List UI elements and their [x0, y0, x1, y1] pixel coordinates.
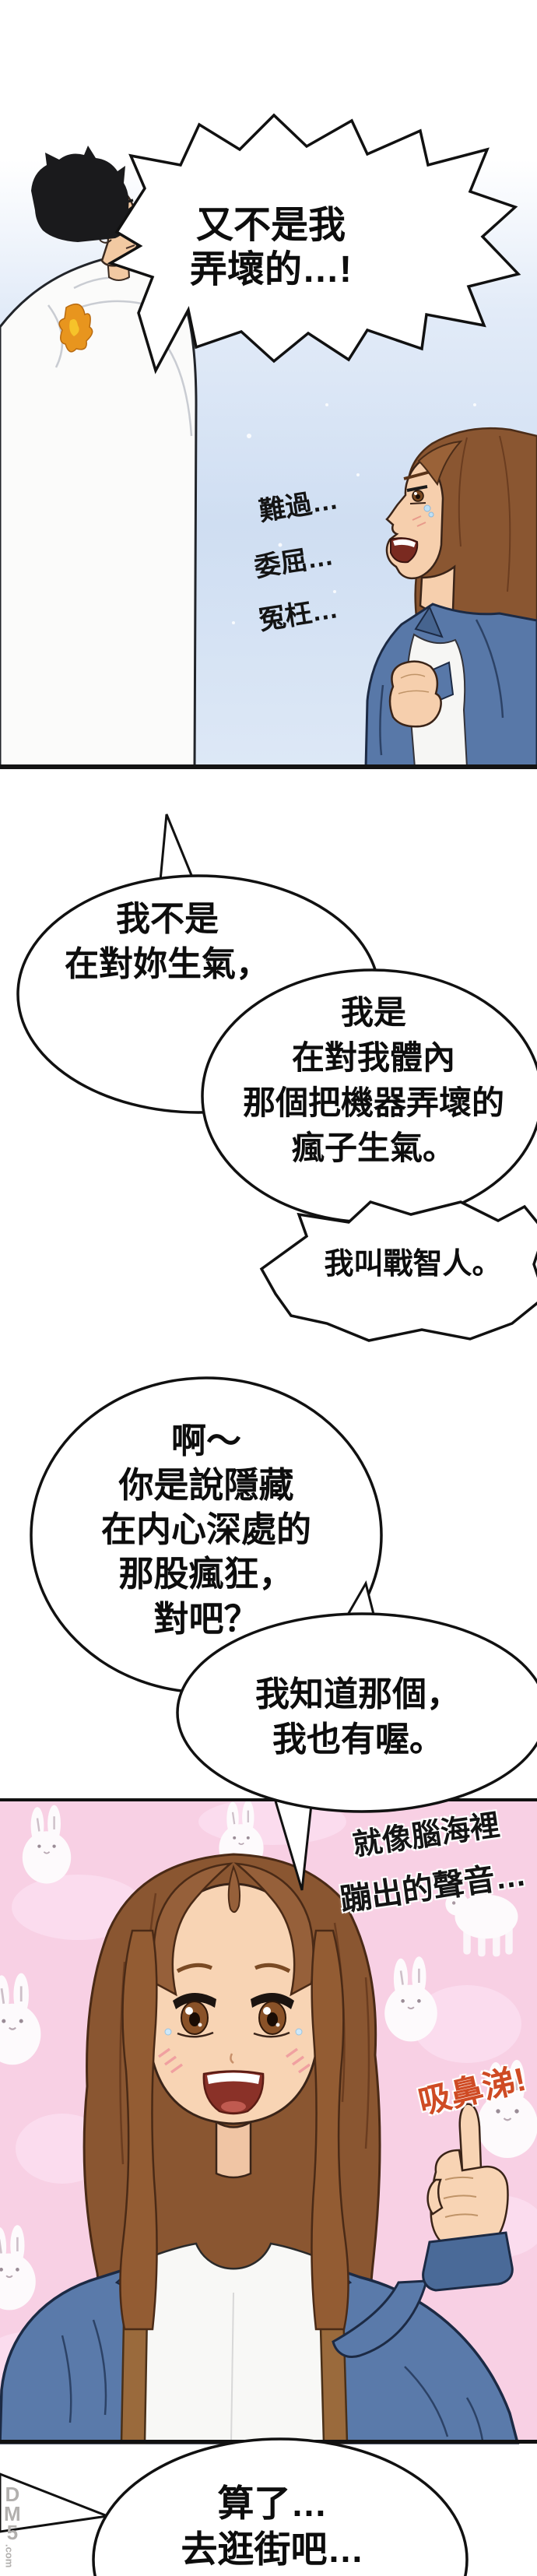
pink-panel-woman	[0, 1853, 520, 2444]
woman-bangs	[152, 1862, 233, 1997]
go-shopping-line: 去逛街吧…	[181, 2529, 364, 2571]
woman-fist	[388, 660, 442, 728]
tear-drop	[295, 2028, 303, 2036]
watermark-letter: 5	[6, 2521, 19, 2545]
tear-drop	[164, 2028, 172, 2036]
sleeve-cuff	[422, 2231, 514, 2292]
angry-line: 瘋子生氣。	[291, 1129, 455, 1166]
i-know-line: 我也有喔。	[272, 1720, 444, 1759]
woman-sleeve	[332, 2279, 428, 2358]
watermark-letter: M	[4, 2501, 21, 2525]
hidden-madness-line: 在内心深處的	[100, 1509, 311, 1550]
not-angry-line: 在對妳生氣，	[65, 945, 270, 984]
speech-bubble-name-intro	[259, 1200, 537, 1342]
side-lock	[311, 1929, 349, 2331]
panel-2-pink	[0, 1798, 537, 2444]
speech-bubble-i-know	[176, 1580, 537, 1891]
man-character	[0, 146, 198, 769]
angry-line: 那個把機器弄壞的	[242, 1084, 504, 1121]
angry-line: 在對我體內	[291, 1038, 455, 1076]
hidden-madness-line: 對吧？	[153, 1598, 259, 1639]
shout-line: 又不是我	[195, 205, 346, 246]
angry-line: 我是	[340, 994, 406, 1031]
man-hair	[31, 146, 135, 242]
woman-character	[364, 427, 537, 769]
name-intro-line: 我叫戰智人。	[324, 1248, 502, 1281]
speech-bubble-shout	[107, 113, 521, 374]
go-shopping-bubble-text: 算了… 去逛街吧…	[101, 2480, 444, 2572]
i-know-line: 我知道那個，	[255, 1675, 461, 1713]
panel-1-border	[0, 764, 537, 769]
hidden-madness-bubble-text: 啊～ 你是說隱藏 在内心深處的 那股瘋狂， 對吧？	[43, 1418, 370, 1641]
woman-neck	[215, 2120, 252, 2179]
speech-bubble-go-shopping	[0, 2437, 469, 2576]
angry-at-madman-bubble-text: 我是 在對我體內 那個把機器弄壞的 瘋子生氣。	[223, 990, 524, 1171]
name-intro-bubble-text: 我叫戰智人。	[310, 1247, 516, 1283]
go-shopping-line: 算了…	[217, 2483, 328, 2524]
not-angry-bubble-text: 我不是 在對妳生氣，	[51, 897, 284, 987]
shout-line: 弄壞的…!	[190, 248, 352, 290]
pink-panel-top-border	[0, 1798, 537, 1801]
hidden-madness-line: 那股瘋狂，	[118, 1554, 294, 1594]
hidden-madness-line: 你是說隱藏	[118, 1465, 294, 1506]
watermark-suffix: .com	[3, 2544, 16, 2568]
side-lock	[119, 1929, 158, 2331]
woman-front-hair	[417, 440, 463, 487]
woman-white-top	[134, 2242, 336, 2444]
pointing-finger	[458, 2103, 483, 2172]
hidden-madness-line: 啊～	[170, 1421, 241, 1460]
shout-bubble-text: 又不是我 弄壞的…!	[115, 204, 426, 292]
i-know-bubble-text: 我知道那個， 我也有喔。	[210, 1672, 506, 1762]
watermark-letter: D	[5, 2483, 20, 2506]
woman-bangs	[233, 1862, 315, 1997]
site-watermark: D M 5 .com	[3, 2483, 21, 2568]
not-angry-line: 我不是	[116, 900, 219, 938]
